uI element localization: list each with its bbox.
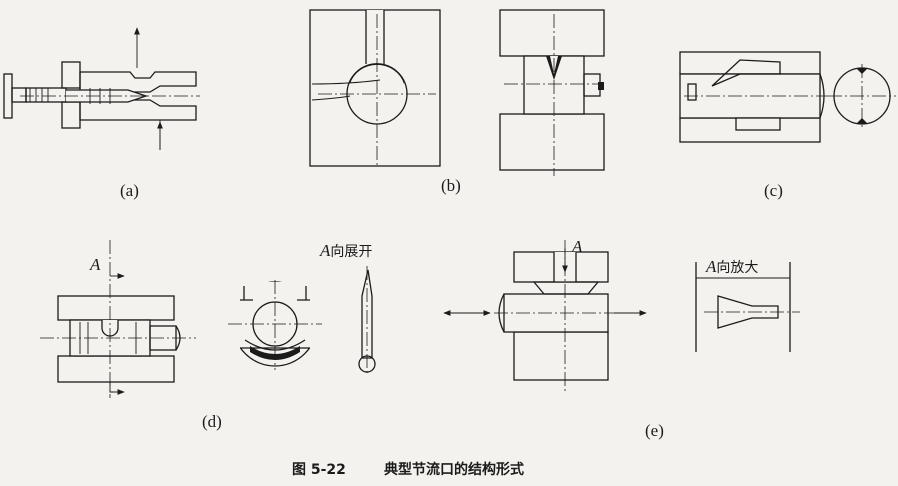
nut-lower-a (61, 101, 81, 129)
body-lower-a (79, 99, 197, 121)
label-e: (e) (645, 421, 664, 440)
diagram-c (679, 51, 896, 143)
expand-caption-d: A向展开 (319, 241, 372, 260)
diagram-d-expansion (358, 266, 376, 376)
label-c: (c) (764, 181, 783, 200)
diagram-d (40, 240, 196, 398)
enlarge-letter-e: A (705, 257, 717, 276)
diagram-d-ring (226, 280, 324, 370)
nut-upper-a (61, 61, 81, 89)
axial-slot-e (532, 281, 600, 295)
label-d: (d) (202, 412, 222, 431)
enlarge-text-e: 向放大 (716, 260, 758, 276)
enlarged-slot-e (717, 295, 779, 329)
knob-a (3, 73, 13, 119)
diagram-a (3, 27, 200, 150)
enlarge-caption-e: A向放大 (705, 257, 758, 276)
figure-number: 图 5-22 (292, 462, 346, 478)
needle-spool-a (66, 89, 149, 103)
diagram-e-enlarged (695, 262, 800, 352)
view-arrow-label-d: A (89, 255, 101, 274)
diagram-e (443, 240, 647, 392)
view-arrow-label-e: A (571, 237, 583, 256)
figure-title: 典型节流口的结构形式 (384, 461, 524, 478)
expand-text-d: 向展开 (330, 244, 372, 260)
expand-letter-d: A (319, 241, 331, 260)
spiral-slot-c (711, 59, 781, 87)
body-upper-a (79, 71, 197, 93)
diagram-b (309, 9, 441, 168)
label-b: (b) (441, 176, 461, 195)
diagram-b-section (499, 9, 605, 176)
label-a: (a) (120, 181, 139, 200)
